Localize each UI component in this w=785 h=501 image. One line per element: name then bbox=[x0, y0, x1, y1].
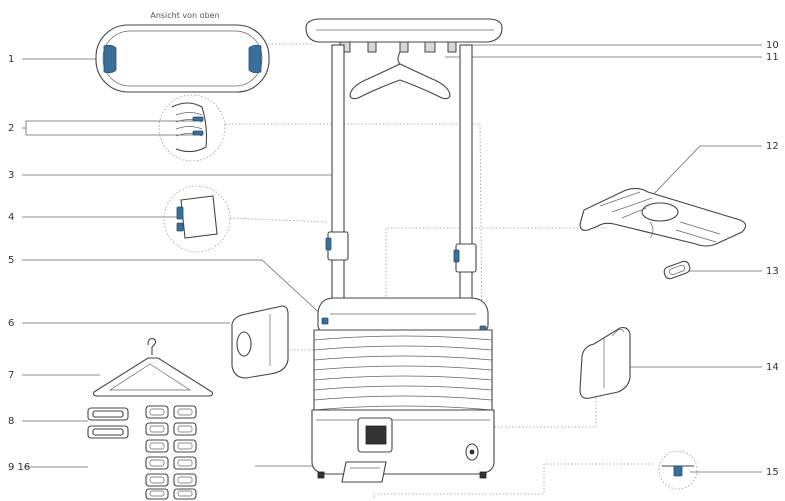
water-tank-part bbox=[231, 305, 289, 379]
label-4: 4 bbox=[8, 212, 14, 223]
water-tank-part-14 bbox=[579, 327, 631, 399]
detail-circle-2 bbox=[158, 94, 226, 162]
dotted-connectors bbox=[225, 43, 655, 498]
top-view-caption: Ansicht von oben bbox=[150, 11, 219, 20]
label-3: 3 bbox=[8, 170, 14, 181]
label-10: 10 bbox=[766, 40, 779, 51]
body-ribs bbox=[313, 335, 493, 411]
top-view-detail: Ansicht von oben bbox=[95, 11, 270, 93]
label-7: 7 bbox=[8, 370, 14, 381]
label-2: 2 bbox=[8, 123, 14, 134]
detail-circle-15 bbox=[658, 450, 698, 490]
label-9-16: 9 16 bbox=[8, 462, 30, 473]
label-13: 13 bbox=[766, 266, 779, 277]
detail-circle-4 bbox=[163, 185, 231, 253]
main-unit bbox=[305, 18, 503, 483]
label-6: 6 bbox=[8, 318, 14, 329]
seal-ring-part bbox=[663, 260, 691, 280]
label-1: 1 bbox=[8, 54, 14, 65]
label-11: 11 bbox=[766, 52, 779, 63]
hanger-part bbox=[92, 338, 214, 397]
leader-lines bbox=[22, 44, 762, 473]
label-8: 8 bbox=[8, 416, 14, 427]
label-5: 5 bbox=[8, 255, 14, 266]
label-12: 12 bbox=[766, 141, 779, 152]
label-14: 14 bbox=[766, 362, 779, 373]
tray-part bbox=[579, 187, 747, 247]
clips-large bbox=[87, 407, 129, 439]
clips-small-grid bbox=[145, 405, 197, 500]
label-15: 15 bbox=[766, 467, 779, 478]
